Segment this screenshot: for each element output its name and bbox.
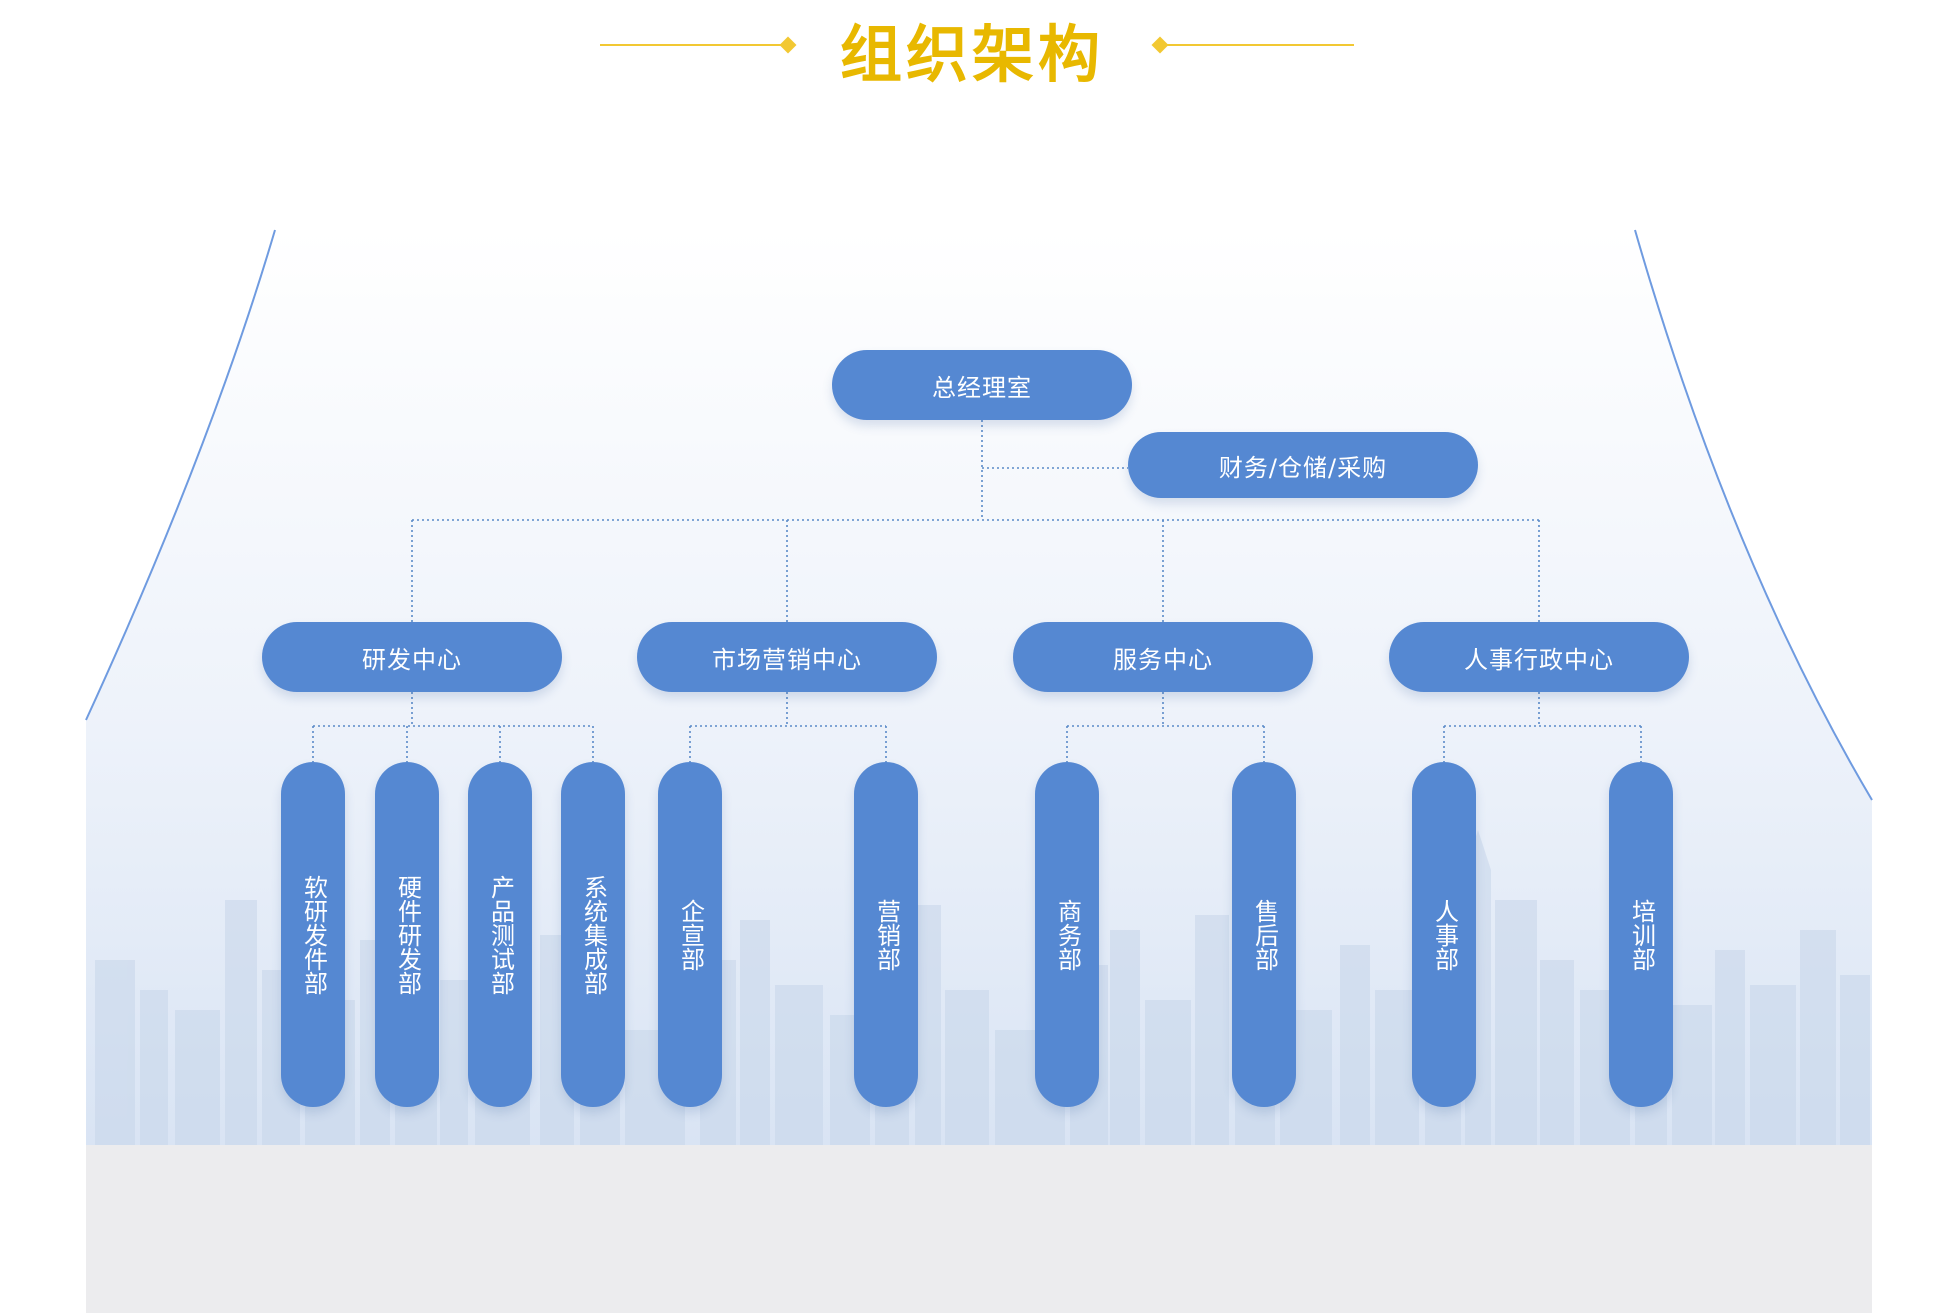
node-root: 总经理室 bbox=[832, 350, 1132, 420]
title-right-line bbox=[1164, 44, 1354, 46]
title-bar: 组织架构 bbox=[0, 0, 1944, 100]
building-15 bbox=[740, 920, 770, 1145]
ground-band bbox=[86, 1140, 1872, 1313]
building-29 bbox=[1375, 990, 1419, 1145]
building-9 bbox=[440, 980, 468, 1145]
building-25 bbox=[1195, 915, 1229, 1145]
node-center-marketing: 市场营销中心 bbox=[637, 622, 937, 692]
node-dept-sales: 营销部 bbox=[854, 762, 918, 1107]
building-4 bbox=[225, 900, 257, 1145]
building-40 bbox=[1840, 975, 1870, 1145]
title-left-line bbox=[600, 44, 786, 46]
building-28 bbox=[1340, 945, 1370, 1145]
left-arc bbox=[85, 229, 276, 721]
node-dept-hardware-rd: 硬件研发部 bbox=[375, 762, 439, 1107]
node-dept-publicity: 企宣部 bbox=[658, 762, 722, 1107]
node-center-hr-admin: 人事行政中心 bbox=[1389, 622, 1689, 692]
node-dept-personnel: 人事部 bbox=[1412, 762, 1476, 1107]
building-37 bbox=[1715, 950, 1745, 1145]
building-23 bbox=[1110, 930, 1140, 1145]
building-33 bbox=[1540, 960, 1574, 1145]
node-dept-after-sales: 售后部 bbox=[1232, 762, 1296, 1107]
building-19 bbox=[915, 905, 941, 1145]
building-2 bbox=[140, 990, 168, 1145]
node-dept-system-integration: 系统集成部 bbox=[561, 762, 625, 1107]
building-3 bbox=[175, 1010, 220, 1145]
page-title: 组织架构 bbox=[839, 18, 1104, 91]
right-arc bbox=[1634, 229, 1873, 801]
building-38 bbox=[1750, 985, 1796, 1145]
building-39 bbox=[1800, 930, 1836, 1145]
building-32 bbox=[1495, 900, 1537, 1145]
node-center-rd: 研发中心 bbox=[262, 622, 562, 692]
node-side-branch: 财务/仓储/采购 bbox=[1128, 432, 1478, 498]
node-dept-software-rd: 软研发件部 bbox=[281, 762, 345, 1107]
building-24 bbox=[1145, 1000, 1191, 1145]
node-center-service: 服务中心 bbox=[1013, 622, 1313, 692]
building-36 bbox=[1672, 1005, 1712, 1145]
building-1 bbox=[95, 960, 135, 1145]
building-16 bbox=[775, 985, 823, 1145]
building-20 bbox=[945, 990, 989, 1145]
node-dept-business: 商务部 bbox=[1035, 762, 1099, 1107]
node-dept-product-testing: 产品测试部 bbox=[468, 762, 532, 1107]
node-dept-training: 培训部 bbox=[1609, 762, 1673, 1107]
